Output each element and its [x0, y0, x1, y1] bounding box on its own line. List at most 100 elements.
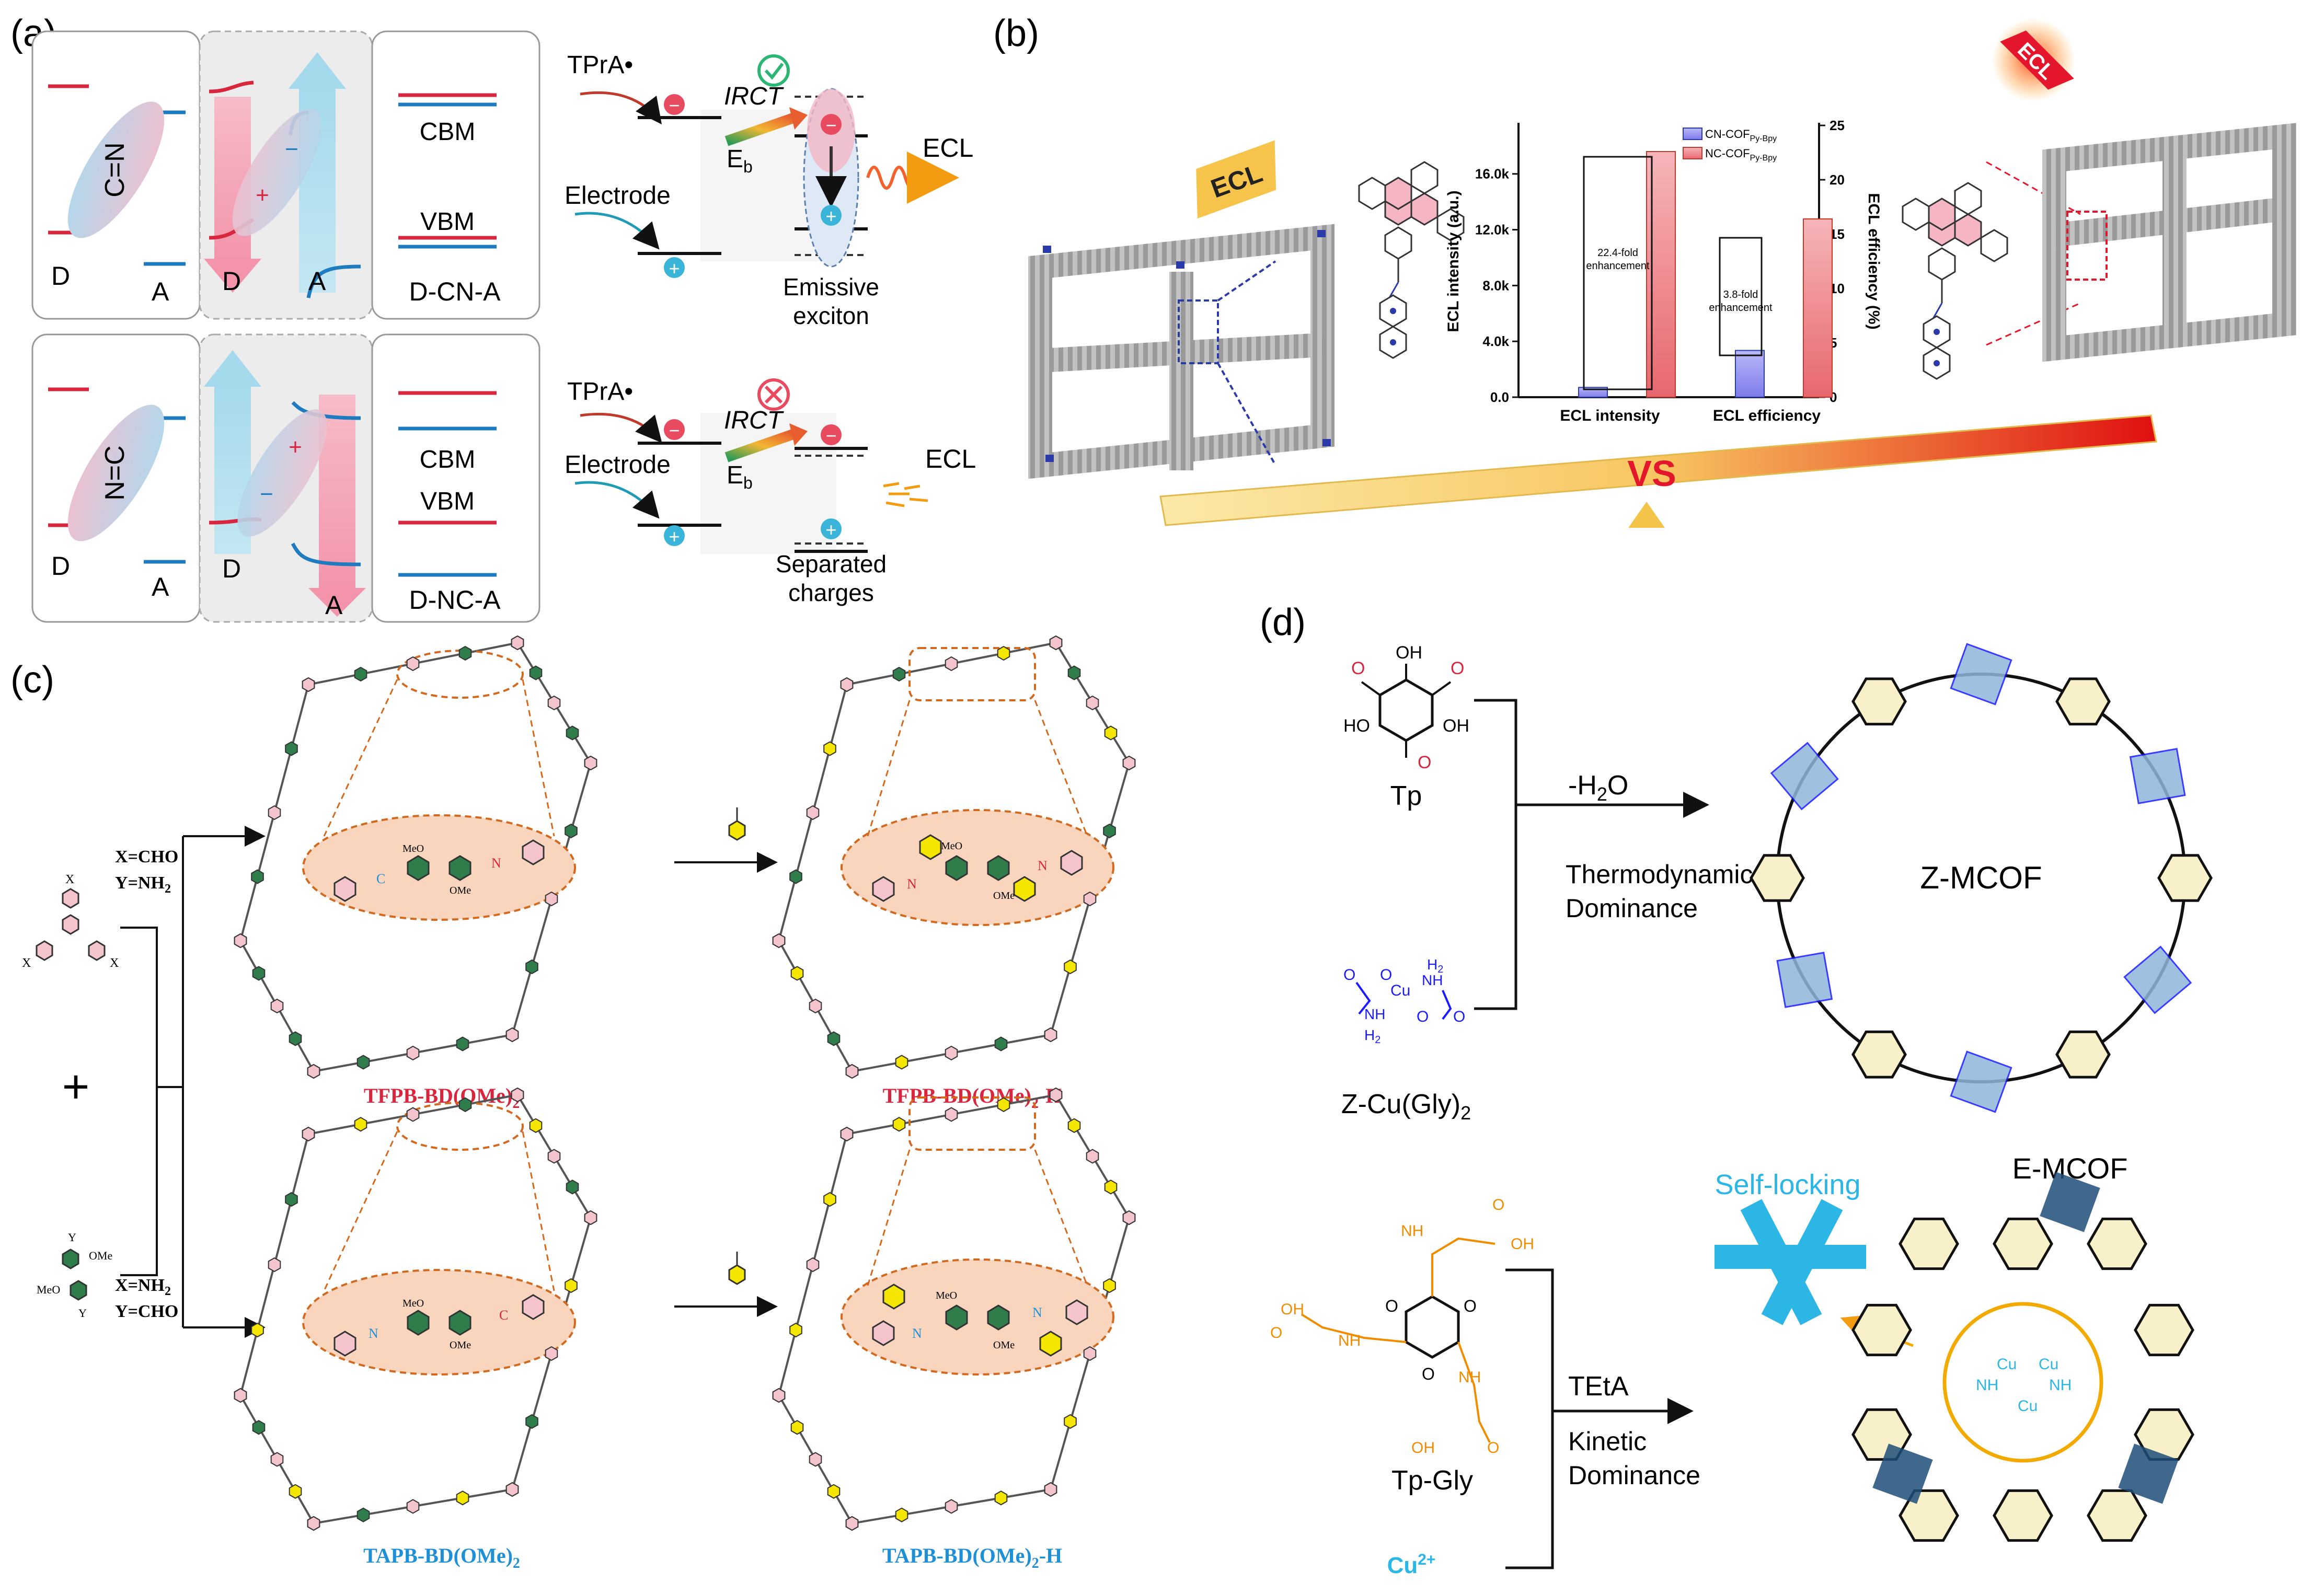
cross-circle-icon	[757, 378, 790, 411]
svg-text:O: O	[1418, 753, 1431, 772]
svg-text:Cu: Cu	[2018, 1397, 2038, 1415]
svg-text:Emissive: Emissive	[783, 273, 879, 300]
right-tick-label: 25	[1830, 118, 1845, 133]
svg-text:MeO: MeO	[936, 1290, 957, 1301]
svg-text:O: O	[1453, 1008, 1465, 1025]
framework-node	[772, 933, 786, 949]
svg-text:OH: OH	[1281, 1301, 1304, 1318]
framework-node	[511, 1087, 524, 1103]
framework-node	[1083, 1346, 1097, 1361]
framework-node	[285, 1192, 298, 1207]
svg-text:O: O	[1343, 966, 1355, 984]
bottom-mechanism: TPrA• − Electrode + IRCT Eb − +	[565, 378, 976, 606]
emcof-cu-unit	[1872, 1443, 1933, 1504]
framework-node	[456, 1490, 469, 1506]
svg-text:CN-COFPy-Bpy: CN-COFPy-Bpy	[1705, 128, 1777, 143]
monomer-x	[36, 888, 106, 961]
ecl-badge-left: ECL	[1196, 140, 1276, 219]
svg-text:CBM: CBM	[420, 446, 476, 473]
framework-node	[270, 1452, 284, 1467]
zmcof-hexagon	[1750, 854, 1805, 902]
zmcof-label: Z-MCOF	[1920, 860, 2042, 895]
framework-node	[289, 1031, 302, 1046]
framework-node	[997, 645, 1010, 661]
svg-text:OH: OH	[1396, 643, 1422, 663]
svg-text:MeO: MeO	[37, 1283, 60, 1296]
svg-text:NH: NH	[2049, 1377, 2072, 1394]
framework-node	[1083, 891, 1097, 907]
svg-text:O: O	[1487, 1439, 1499, 1457]
framework-node	[1103, 1278, 1116, 1293]
zmcof-cu-unit	[2129, 748, 2186, 804]
svg-text:+: +	[825, 519, 836, 540]
svg-text:3.8-fold: 3.8-fold	[1723, 289, 1758, 300]
svg-text:N: N	[491, 856, 501, 871]
emcof-hexagon	[1993, 1217, 2053, 1270]
svg-text:O: O	[1451, 658, 1464, 678]
framework-node	[302, 677, 315, 692]
svg-text:-H2O: -H2O	[1568, 770, 1628, 805]
framework-node	[302, 1126, 315, 1142]
framework-node	[307, 1064, 320, 1079]
fulcrum-icon	[1628, 502, 1665, 528]
svg-text:O: O	[1464, 1297, 1477, 1315]
svg-text:O: O	[1385, 1297, 1398, 1315]
svg-text:−: −	[825, 114, 836, 136]
framework-node	[840, 677, 854, 692]
framework-node	[945, 1107, 958, 1122]
framework-node	[1122, 1210, 1136, 1226]
framework-node	[565, 1278, 578, 1293]
framework-node	[505, 1027, 519, 1043]
framework-node	[809, 998, 822, 1014]
framework-node	[892, 666, 906, 682]
zmcof-cu-unit	[1770, 742, 1839, 811]
framework-node	[406, 1499, 420, 1514]
framework-node	[790, 966, 804, 981]
framework-node	[823, 741, 836, 756]
framework-node	[1067, 665, 1081, 680]
svg-text:+: +	[669, 258, 680, 279]
svg-text:enhancement: enhancement	[1586, 260, 1650, 272]
left-tick-label: 4.0k	[1482, 333, 1509, 349]
molecule-cn	[1358, 161, 1465, 359]
framework-node	[892, 1117, 906, 1132]
framework-node	[1049, 635, 1063, 651]
svg-text:Cu: Cu	[1997, 1356, 2017, 1373]
svg-text:+: +	[669, 526, 680, 547]
framework-node	[234, 933, 247, 949]
chart-ylabel-left: ECL intensity (a.u.)	[1445, 190, 1462, 332]
left-tick-label: 16.0k	[1475, 166, 1510, 182]
cof-framework-right	[2042, 123, 2296, 362]
svg-text:N: N	[369, 1326, 378, 1341]
framework-node	[1104, 1180, 1118, 1195]
zoom-ellipse-tfpb-h	[841, 809, 1114, 926]
donor-label: D	[51, 261, 70, 291]
svg-text:MeO: MeO	[402, 843, 424, 854]
zmcof-cu-unit	[2123, 945, 2192, 1014]
framework-node	[456, 1036, 469, 1051]
framework-node	[994, 1036, 1008, 1051]
framework-node	[289, 1484, 302, 1499]
svg-text:IRCT: IRCT	[724, 407, 785, 434]
zmcof-hexagon	[2157, 854, 2213, 902]
framework-node	[1086, 695, 1099, 711]
framework-node	[566, 1180, 579, 1195]
framework-node	[1064, 959, 1077, 975]
svg-text:OMe: OMe	[450, 1339, 471, 1351]
svg-text:HO: HO	[1343, 716, 1370, 736]
svg-text:22.4-fold: 22.4-fold	[1597, 247, 1638, 259]
svg-text:NH: NH	[1364, 1006, 1385, 1022]
framework-node	[458, 645, 472, 661]
svg-text:O: O	[1492, 1196, 1504, 1213]
svg-text:O: O	[1351, 658, 1365, 678]
system-label-dcna: D-CN-A	[409, 277, 501, 306]
svg-text:Y: Y	[78, 1307, 87, 1320]
framework-node	[827, 1031, 841, 1046]
svg-text:charges: charges	[788, 579, 874, 606]
bottom-level-box	[371, 333, 540, 623]
zmcof-cu-unit	[1776, 952, 1833, 1008]
svg-text:Separated: Separated	[776, 550, 887, 577]
emcof-hexagon	[1851, 1303, 1912, 1357]
svg-text:Thermodynamic: Thermodynamic	[1566, 860, 1753, 889]
framework-node	[1049, 1087, 1063, 1103]
